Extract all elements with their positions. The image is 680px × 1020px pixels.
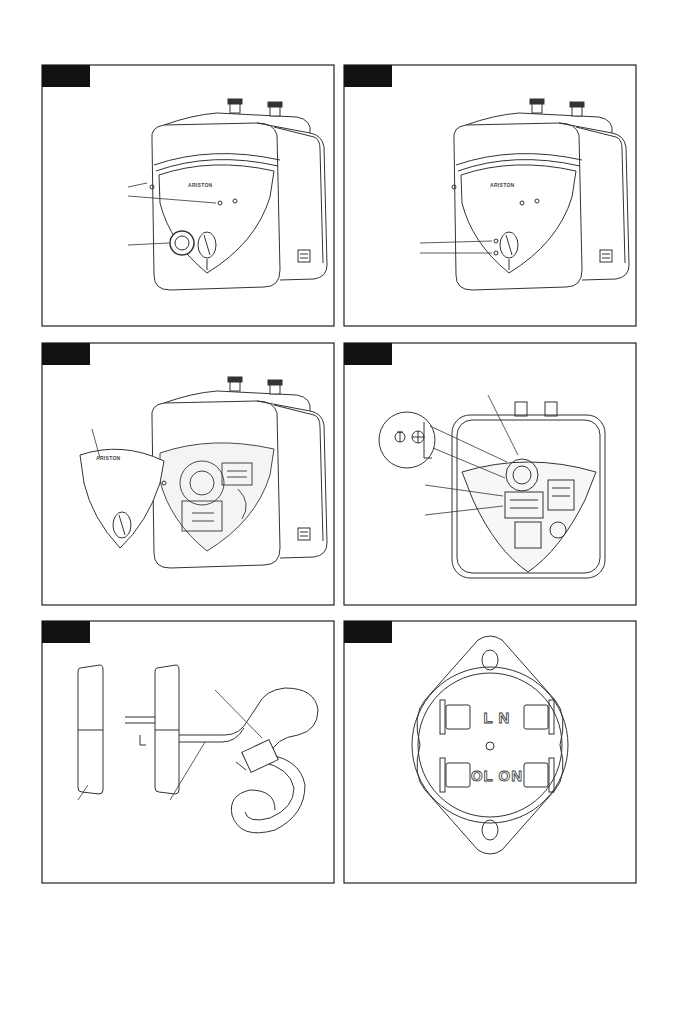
- terminal-marking: OL ON: [471, 768, 523, 783]
- terminal-marking: L N: [484, 710, 511, 725]
- brand-logo: ARISTON: [96, 456, 121, 461]
- brand-logo: ARISTON: [188, 183, 213, 188]
- brand-logo: ARISTON: [490, 183, 515, 188]
